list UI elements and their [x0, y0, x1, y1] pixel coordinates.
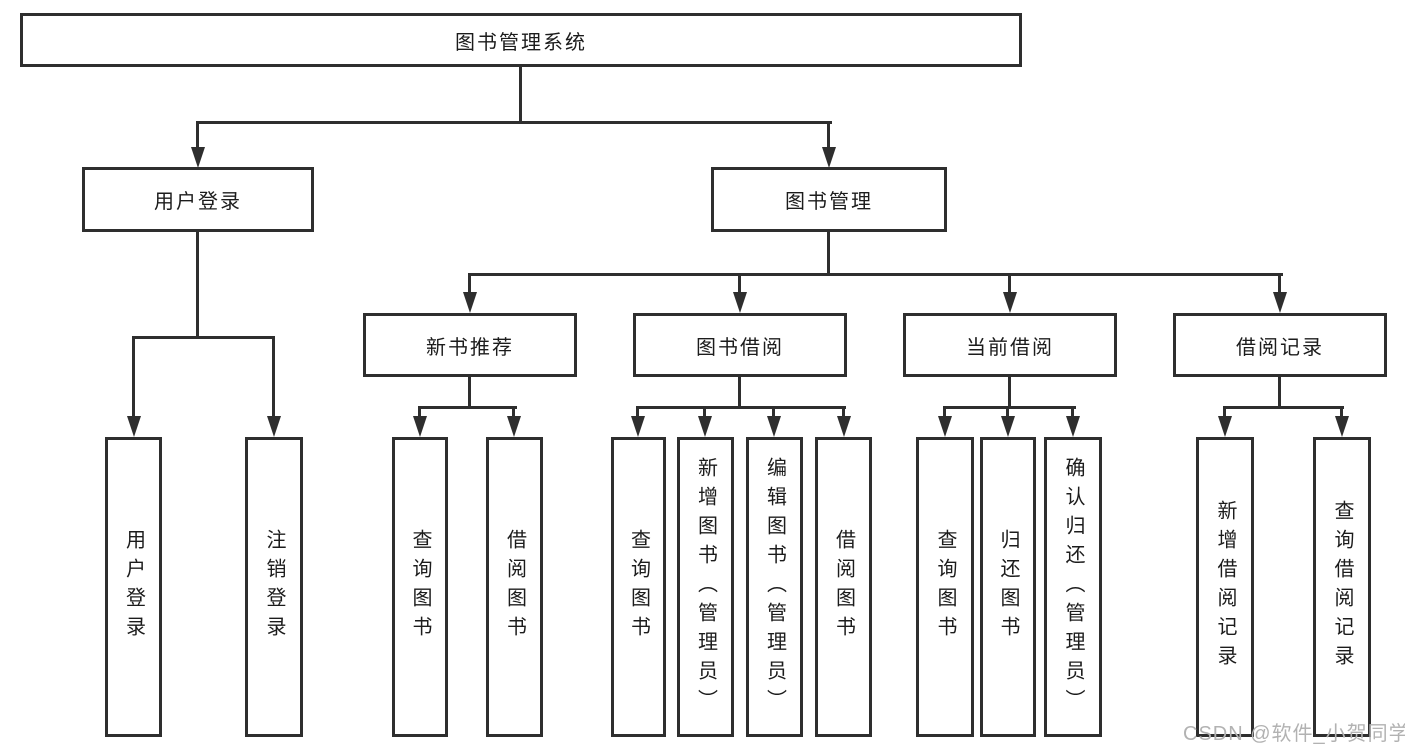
leaf-query-books-current: 查询图书: [916, 437, 974, 737]
connector-l3-stem: [1278, 273, 1281, 295]
arrow-down-icon: [631, 416, 645, 437]
leaf-query-books-borrowing: 查询图书: [611, 437, 666, 737]
connector-leaf-stem: [703, 406, 706, 420]
node-label: 借阅图书: [832, 529, 855, 645]
connector-leaf-stem: [636, 406, 639, 420]
connector-group-stem: [738, 377, 741, 409]
leaf-logout: 注销登录: [245, 437, 303, 737]
connector-leaf-stem: [132, 336, 135, 420]
node-label: 图书管理系统: [455, 31, 587, 54]
arrow-down-icon: [1001, 416, 1015, 437]
arrow-down-icon: [1218, 416, 1232, 437]
arrow-down-icon: [127, 416, 141, 437]
csdn-watermark: CSDN @软件_小贺同学: [1183, 723, 1405, 745]
arrow-down-icon: [938, 416, 952, 437]
connector-group-stem: [468, 377, 471, 409]
arrow-down-icon: [1335, 416, 1349, 437]
connector-root-splitter: [196, 121, 832, 124]
connector-user-login-stem: [196, 121, 199, 151]
connector-leaf-stem: [272, 336, 275, 420]
arrow-down-icon: [698, 416, 712, 437]
node-label: 归还图书: [997, 529, 1019, 645]
arrow-down-icon: [1066, 416, 1080, 437]
connector-l3-stem: [468, 273, 471, 295]
leaf-return-books: 归还图书: [980, 437, 1036, 737]
node-label: 查询借阅记录: [1331, 500, 1353, 674]
node-label: 查询图书: [934, 529, 956, 645]
arrow-down-icon: [837, 416, 851, 437]
leaf-query-borrow-record: 查询借阅记录: [1313, 437, 1371, 737]
connector-group-stem: [1278, 377, 1281, 409]
connector-group-splitter: [1223, 406, 1344, 409]
node-label: 新增借阅记录: [1214, 500, 1236, 674]
connector-group-splitter: [943, 406, 1076, 409]
node-root-system: 图书管理系统: [20, 13, 1022, 67]
arrow-down-icon: [191, 147, 205, 168]
arrow-down-icon: [463, 292, 477, 313]
connector-leaf-stem: [772, 406, 775, 420]
connector-user-login-down: [196, 232, 199, 339]
leaf-confirm-return-admin: 确认归还（管理员）: [1044, 437, 1102, 737]
connector-leaf-stem: [1340, 406, 1343, 420]
node-book-management: 图书管理: [711, 167, 947, 232]
node-label: 用户登录: [122, 529, 145, 645]
arrow-down-icon: [767, 416, 781, 437]
arrow-down-icon: [1273, 292, 1287, 313]
connector-group-splitter: [636, 406, 846, 409]
node-label: 新书推荐: [426, 336, 514, 359]
connector-l3-stem: [1008, 273, 1011, 295]
arrow-down-icon: [413, 416, 427, 437]
arrow-down-icon: [507, 416, 521, 437]
connector-leaf-stem: [418, 406, 421, 420]
node-label: 查询图书: [627, 529, 650, 645]
connector-leaf-stem: [1071, 406, 1074, 420]
connector-book-mgmt-stem: [827, 121, 830, 151]
connector-book-mgmt-down: [827, 232, 830, 276]
connector-group-splitter: [418, 406, 517, 409]
leaf-add-books-admin: 新增图书（管理员）: [677, 437, 734, 737]
leaf-user-login: 用户登录: [105, 437, 162, 737]
node-label: 图书借阅: [696, 336, 784, 359]
node-label: 新增图书（管理员）: [694, 456, 717, 718]
arrow-down-icon: [822, 147, 836, 168]
node-label: 用户登录: [154, 191, 242, 213]
node-label: 查询图书: [409, 529, 431, 645]
connector-group-stem: [1008, 377, 1011, 409]
connector-leaf-stem: [842, 406, 845, 420]
node-label: 图书管理: [785, 191, 873, 213]
leaf-add-borrow-record: 新增借阅记录: [1196, 437, 1254, 737]
node-book-borrowing: 图书借阅: [633, 313, 847, 377]
node-label: 注销登录: [263, 529, 285, 645]
node-new-book-recommend: 新书推荐: [363, 313, 577, 377]
connector-leaf-stem: [943, 406, 946, 420]
connector-leaf-stem: [1006, 406, 1009, 420]
connector-leaf-stem: [1223, 406, 1226, 420]
connector-l3-stem: [738, 273, 741, 295]
leaf-edit-books-admin: 编辑图书（管理员）: [746, 437, 803, 737]
node-current-borrowing: 当前借阅: [903, 313, 1117, 377]
arrow-down-icon: [733, 292, 747, 313]
arrow-down-icon: [1003, 292, 1017, 313]
node-label: 借阅记录: [1236, 336, 1324, 359]
leaf-borrow-books-recommend: 借阅图书: [486, 437, 543, 737]
connector-root-stem: [519, 67, 522, 123]
node-label: 借阅图书: [503, 529, 526, 645]
node-borrowing-records: 借阅记录: [1173, 313, 1387, 377]
connector-leaf-stem: [512, 406, 515, 420]
leaf-borrow-books: 借阅图书: [815, 437, 872, 737]
leaf-query-books-recommend: 查询图书: [392, 437, 448, 737]
arrow-down-icon: [267, 416, 281, 437]
node-label: 当前借阅: [966, 336, 1054, 359]
connector-book-mgmt-splitter: [468, 273, 1283, 276]
node-label: 确认归还（管理员）: [1062, 456, 1084, 718]
node-label: 编辑图书（管理员）: [763, 456, 786, 718]
connector-user-login-splitter: [132, 336, 275, 339]
node-user-login: 用户登录: [82, 167, 314, 232]
